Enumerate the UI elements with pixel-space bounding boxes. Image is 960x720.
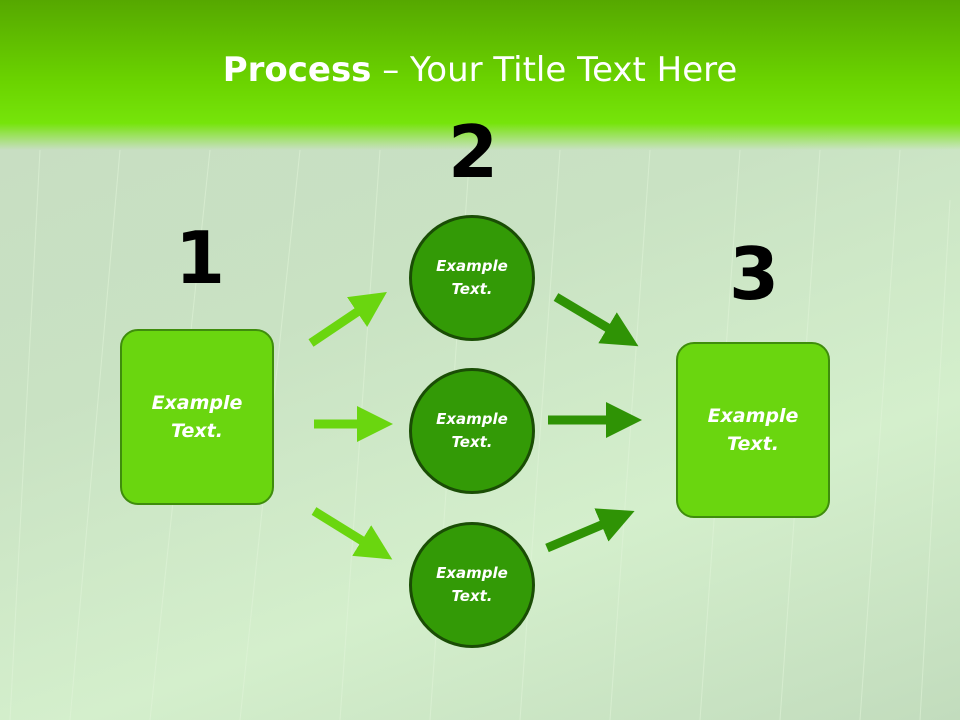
step-number-3: 3 [728, 232, 780, 316]
arrow-bottom-to-right [545, 508, 635, 553]
title-bold: Process [222, 50, 372, 90]
right-box-line1: Example [707, 404, 799, 427]
left-box-line2: Text. [171, 420, 223, 442]
arrow-top-to-right [553, 293, 639, 347]
circle-middle-line1: Example [436, 409, 508, 428]
circle-bottom-line2: Text. [451, 587, 493, 605]
circle-bottom-line1: Example [436, 563, 508, 582]
circle-bottom: Example Text. [409, 522, 535, 648]
circle-top-line1: Example [436, 256, 508, 275]
title-rest: – Your Title Text Here [371, 50, 738, 90]
step-number-2: 2 [447, 110, 499, 194]
arrow-left-to-bottom [311, 507, 393, 560]
right-box: Example Text. [676, 342, 830, 518]
slide-title: Process – Your Title Text Here [0, 50, 960, 90]
header-band [0, 0, 960, 150]
arrow-left-to-top [308, 291, 387, 347]
step-number-1: 1 [174, 216, 226, 300]
circle-middle: Example Text. [409, 368, 535, 494]
right-box-line2: Text. [727, 433, 779, 455]
left-box-line1: Example [151, 391, 243, 414]
left-box: Example Text. [120, 329, 274, 505]
circle-top: Example Text. [409, 215, 535, 341]
circle-middle-line2: Text. [451, 433, 493, 451]
circle-top-line2: Text. [451, 280, 493, 298]
